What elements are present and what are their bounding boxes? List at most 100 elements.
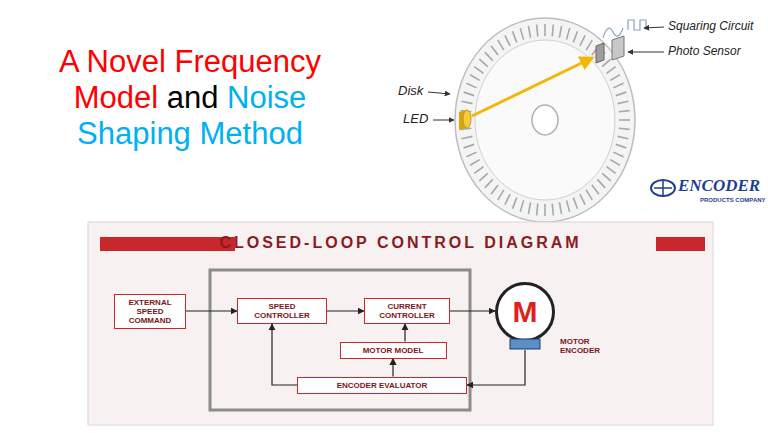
- box-label: SPEED CONTROLLER: [242, 302, 322, 320]
- signal-arrow: [450, 310, 495, 311]
- disk-slot: [462, 136, 473, 138]
- title-word: Novel: [87, 44, 166, 79]
- disk-slot: [566, 200, 569, 211]
- disk-slot: [528, 26, 530, 38]
- disk-slot: [610, 75, 620, 81]
- callout-label: Squaring Circuit: [668, 20, 753, 33]
- disk-slot: [505, 194, 510, 205]
- disk-slot: [619, 111, 630, 112]
- disk-slot: [520, 28, 523, 39]
- logo-text: PRODUCTS COMPANY: [700, 197, 766, 204]
- logo-text: ENCODER: [678, 177, 760, 195]
- callout-label: Disk: [398, 84, 423, 98]
- controller-frame: [210, 270, 470, 410]
- disk-slot: [552, 24, 553, 36]
- model-box: MOTOR MODEL: [340, 342, 447, 359]
- disk-slot: [597, 179, 605, 187]
- square-wave: [628, 20, 646, 30]
- logo-icon: [654, 181, 672, 195]
- disk-slot: [528, 202, 530, 214]
- disk-hub: [532, 105, 558, 135]
- disk-slot: [607, 167, 616, 174]
- signal-arrow: [404, 324, 405, 342]
- disk-slot: [537, 24, 538, 36]
- disk-slot: [491, 185, 498, 194]
- encoder-illustration: [428, 18, 675, 222]
- disk-slot: [559, 26, 561, 38]
- disk-slot: [580, 35, 585, 46]
- encoder-block: [510, 339, 540, 349]
- header-bar: [100, 237, 235, 251]
- disk-slot: [544, 204, 546, 216]
- disk-slot: [552, 204, 553, 216]
- disk-slot: [512, 31, 516, 42]
- disk-slot: [616, 144, 627, 147]
- leader-line: [644, 27, 664, 28]
- disk-slot: [512, 198, 516, 209]
- photo-sensor: [596, 43, 604, 63]
- leader-line: [628, 52, 664, 53]
- disk-slot: [580, 194, 585, 205]
- disk-slot: [462, 101, 473, 103]
- disk-slot: [470, 160, 480, 166]
- disk-slot: [616, 92, 627, 95]
- title-word: A: [59, 44, 78, 79]
- signal-arrow: [186, 310, 237, 311]
- box-label: MOTOR MODEL: [345, 346, 442, 355]
- disk-slot: [537, 204, 538, 216]
- disk-slot: [485, 52, 493, 60]
- disk-inner: [475, 40, 615, 200]
- disk-slot: [559, 202, 561, 214]
- disk-slot: [520, 200, 523, 211]
- disk-slot: [485, 179, 493, 187]
- disk-slot: [474, 167, 483, 174]
- disk-slot: [470, 75, 480, 81]
- diagram-panel: EXTERNAL SPEED COMMAND SPEED CONTROLLER CU…: [88, 222, 713, 425]
- disk-slot: [544, 24, 546, 36]
- signal-arrow: [327, 310, 364, 311]
- controller-box: CURRENT CONTROLLER: [364, 298, 450, 324]
- title-word: Noise: [227, 80, 306, 115]
- disk-slot: [491, 46, 498, 55]
- disk-slot: [474, 67, 483, 74]
- box-label: EXTERNAL SPEED COMMAND: [119, 298, 181, 325]
- sine-wave: [603, 28, 623, 38]
- disk-slot: [618, 101, 629, 103]
- box-label: CURRENT CONTROLLER: [369, 302, 445, 320]
- header-bar: [656, 237, 705, 251]
- disk-slot: [586, 40, 592, 50]
- controller-box: SPEED CONTROLLER: [237, 298, 327, 324]
- disk-slot: [607, 67, 616, 74]
- disk-slot: [610, 160, 620, 166]
- panel-heading: CLOSED-LOOP CONTROL DIAGRAM: [88, 234, 713, 252]
- leader-line: [428, 92, 450, 94]
- callout-label: LED: [403, 112, 428, 126]
- callout-label: Photo Sensor: [668, 45, 741, 58]
- light-beam: [472, 58, 592, 116]
- disk-slot: [602, 173, 611, 181]
- slide-title: A Novel Frequency Model and Noise Shapin…: [40, 44, 340, 152]
- disk-slot: [619, 128, 630, 129]
- led-lens: [463, 110, 471, 128]
- disk-slot: [464, 144, 475, 147]
- signal-arrow: [392, 359, 393, 377]
- disk-slot: [566, 28, 569, 39]
- part-label: MOTOR ENCODER: [560, 337, 604, 355]
- control-panel-art: [88, 222, 713, 425]
- panel-ground: [88, 222, 713, 425]
- disk-slot: [498, 40, 504, 50]
- disk-slot: [592, 185, 599, 194]
- disk-slot: [464, 92, 475, 95]
- disk-slot: [618, 136, 629, 138]
- signal-arrow: [272, 324, 297, 385]
- disk-slot: [466, 152, 476, 157]
- disk-slot: [573, 31, 577, 42]
- disk-slot: [619, 119, 630, 121]
- title-word: Method: [200, 116, 303, 151]
- squaring-circuit: [612, 36, 624, 60]
- command-box: EXTERNAL SPEED COMMAND: [114, 294, 186, 329]
- disk-slot: [479, 59, 488, 67]
- disk-slot: [573, 198, 577, 209]
- disk-slot: [505, 35, 510, 46]
- logo-icon: [651, 180, 675, 196]
